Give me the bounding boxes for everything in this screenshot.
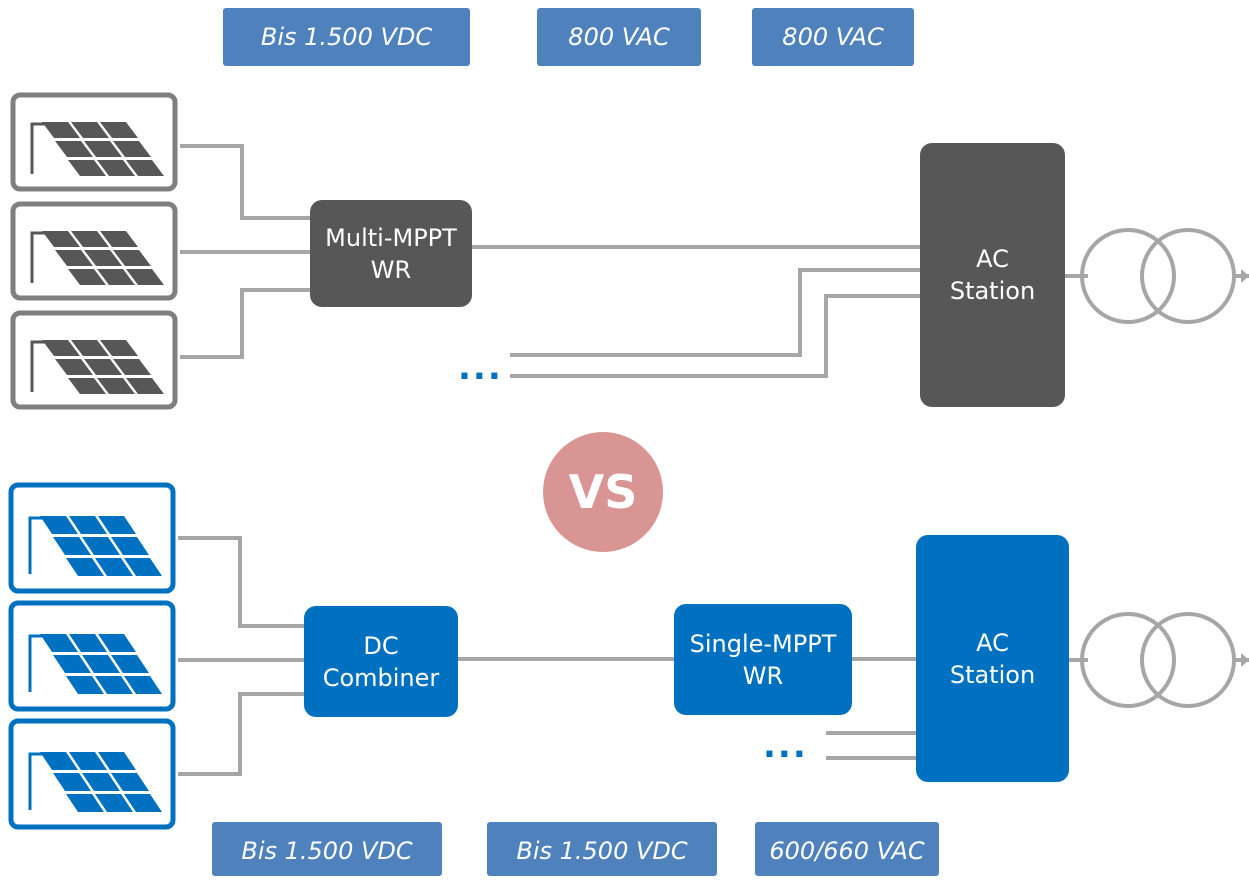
solar-panel-icon: [11, 721, 173, 827]
multi-mppt-inverter: Multi-MPPT WR: [310, 200, 472, 307]
voltage-label: 600/660 VAC: [755, 822, 939, 876]
inverter-label-line-1: Multi-MPPT: [325, 223, 457, 252]
combiner-label-line-1: DC: [363, 631, 399, 660]
transformer-icon: [1080, 612, 1236, 708]
inverter-label-line-2: WR: [742, 661, 784, 690]
bottom-wire-panel-1: [178, 536, 306, 628]
station-label-line-2: Station: [949, 277, 1036, 305]
solar-panel-icon: [11, 603, 173, 709]
single-mppt-inverter: Single-MPPT WR: [674, 604, 852, 715]
inverter-label-line-1: Single-MPPT: [689, 629, 837, 658]
bottom-wires: [178, 536, 1249, 776]
top-wire-extra-1: [510, 268, 922, 357]
ac-station-top: AC Station: [920, 143, 1065, 407]
top-wire-extra-2: [510, 294, 922, 378]
station-label-line-1: AC: [976, 245, 1009, 273]
solar-panel-icon: [11, 485, 173, 591]
top-wire-panel-3: [180, 288, 312, 359]
voltage-label: 800 VAC: [752, 8, 914, 66]
combiner-label-line-2: Combiner: [322, 663, 440, 692]
top-wire-panel-1: [180, 144, 312, 220]
voltage-label: Bis 1.500 VDC: [487, 822, 717, 876]
arrow-right-icon: [1241, 269, 1249, 283]
voltage-label: Bis 1.500 VDC: [212, 822, 442, 876]
station-label-line-2: Station: [949, 660, 1036, 689]
solar-panel-icon: [13, 313, 175, 407]
vs-badge: VS: [543, 432, 663, 552]
ac-station-bottom: AC Station: [916, 535, 1069, 782]
voltage-label: 800 VAC: [537, 8, 701, 66]
more-ellipsis-top: ...: [458, 348, 503, 388]
voltage-label: Bis 1.500 VDC: [223, 8, 470, 66]
arrow-right-icon: [1241, 653, 1249, 667]
dc-combiner: DC Combiner: [304, 606, 458, 717]
station-label-line-1: AC: [976, 628, 1009, 657]
inverter-label-line-2: WR: [370, 255, 412, 284]
transformer-icon: [1080, 228, 1236, 324]
solar-panel-icon: [13, 204, 175, 298]
solar-panel-icon: [13, 95, 175, 189]
bottom-wire-panel-3: [178, 692, 306, 776]
top-wires: [180, 144, 1249, 378]
more-ellipsis-bottom: ...: [763, 726, 808, 766]
